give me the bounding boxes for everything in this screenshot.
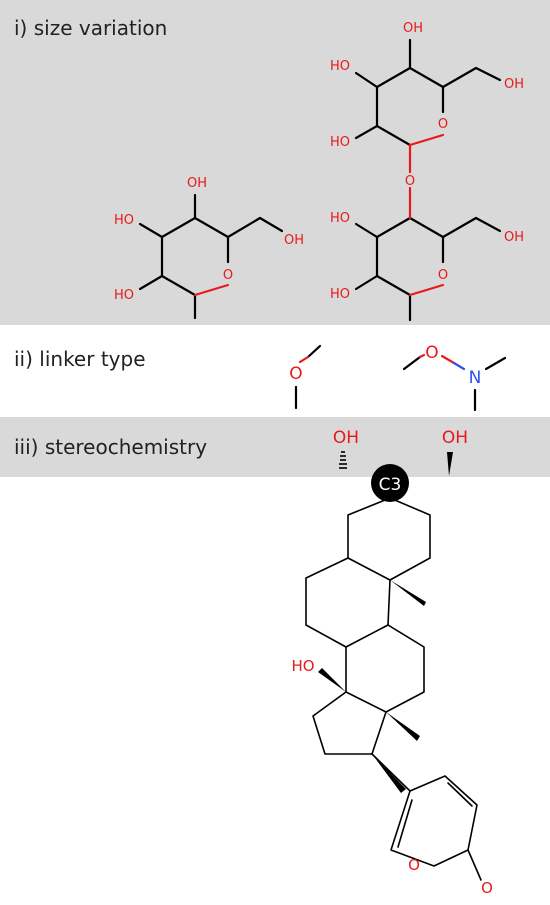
- steroid-structure: HO O O: [291, 497, 493, 897]
- monosaccharide-structure: OH OH HO HO O: [114, 176, 304, 320]
- hydroxyl-label: HO: [114, 288, 134, 303]
- ring-oxygen-label: O: [438, 117, 448, 132]
- ring-oxygen-label: O: [438, 268, 448, 283]
- stereochemistry-heading: iii) stereochemistry: [14, 435, 208, 459]
- carbonyl-oxygen-label: O: [481, 879, 493, 897]
- hydroxyl-label: OH: [187, 176, 207, 191]
- disaccharide-structure: OH OH HO HO O O HO OH HO O: [330, 21, 524, 322]
- c3-label: C3: [379, 475, 402, 495]
- beta-hydroxyl: OH: [442, 428, 468, 476]
- hydroxyl-label: HO: [330, 211, 350, 226]
- size-variation-panel: [0, 0, 550, 325]
- oxime-linker: O N: [402, 343, 507, 412]
- hydroxyl-label: OH: [284, 233, 304, 248]
- ether-linker: O: [289, 344, 322, 410]
- hydroxyl-label: OH: [504, 230, 524, 245]
- hydroxyl-label: HO: [114, 213, 134, 228]
- size-variation-heading: i) size variation: [14, 16, 168, 40]
- beta-oh-label: OH: [442, 428, 468, 448]
- linker-type-panel: [0, 325, 550, 417]
- alpha-oh-label: OH: [333, 428, 359, 448]
- hydroxyl-label: OH: [504, 77, 524, 92]
- hydroxyl-label: OH: [403, 21, 423, 36]
- lactone-oxygen-label: O: [408, 856, 420, 874]
- stereochemistry-panel: [0, 417, 550, 477]
- linker-type-heading: ii) linker type: [14, 347, 146, 371]
- ring-oxygen-label: O: [223, 268, 233, 283]
- glycosidic-oxygen-label: O: [405, 174, 415, 189]
- hydroxyl-label: HO: [330, 135, 350, 150]
- alpha-hydroxyl: OH: [333, 428, 359, 469]
- linker-nitrogen-label: N: [469, 368, 482, 388]
- ether-oxygen-label: O: [289, 364, 302, 384]
- c3-position-badge: C3: [371, 464, 409, 502]
- ring-hydroxyl-label: HO: [291, 657, 314, 675]
- hydroxyl-label: HO: [330, 59, 350, 74]
- linker-oxygen-label: O: [425, 343, 438, 363]
- hydroxyl-label: HO: [330, 287, 350, 302]
